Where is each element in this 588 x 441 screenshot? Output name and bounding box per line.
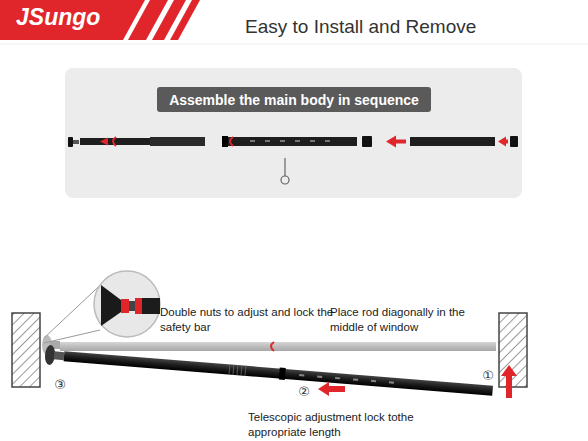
black-rod bbox=[317, 376, 322, 378]
detail-inset bbox=[44, 271, 160, 343]
note-text: Double nuts to adjust and lock the safet… bbox=[160, 305, 340, 335]
assembly-parts bbox=[250, 140, 330, 142]
assembly-parts bbox=[362, 136, 372, 147]
detail-inset bbox=[135, 298, 142, 314]
note-text: Telescopic adjustment lock tothe appropr… bbox=[248, 410, 448, 440]
assembly-parts bbox=[284, 158, 285, 176]
note-text: Place rod diagonally in the middle of wi… bbox=[330, 305, 495, 335]
black-rod bbox=[245, 366, 247, 376]
detail-inset bbox=[44, 330, 100, 343]
black-rod bbox=[299, 374, 394, 384]
detail-inset bbox=[94, 271, 160, 337]
banner-fill bbox=[0, 0, 145, 40]
assembly-parts bbox=[280, 140, 285, 142]
callout-number: ① bbox=[482, 369, 494, 382]
detail-inset bbox=[129, 301, 135, 311]
header-stripes bbox=[0, 0, 588, 44]
assembly-parts bbox=[73, 140, 79, 144]
detail-inset bbox=[121, 299, 129, 313]
detail-inset bbox=[101, 285, 121, 326]
black-rod bbox=[229, 364, 231, 374]
assembly-parts bbox=[310, 140, 315, 142]
header-stripes bbox=[0, 44, 588, 45]
grey-panel bbox=[65, 68, 522, 198]
black-rod bbox=[241, 365, 243, 375]
black-rod bbox=[64, 351, 493, 395]
assembly-parts bbox=[295, 140, 300, 142]
assembly-parts bbox=[150, 137, 205, 146]
assembly-parts bbox=[80, 138, 205, 145]
red-arrows bbox=[318, 382, 345, 396]
red-arrows bbox=[318, 365, 517, 398]
callout-number: ③ bbox=[54, 378, 66, 391]
step-heading: Assemble the main body in sequence bbox=[157, 87, 431, 112]
assembly-parts bbox=[68, 137, 73, 147]
black-rod bbox=[233, 365, 235, 375]
black-rod bbox=[229, 364, 246, 375]
grey-rod bbox=[42, 335, 496, 355]
black-rod bbox=[44, 345, 493, 401]
page-title: Easy to Install and Remove bbox=[245, 16, 476, 38]
assembly-parts bbox=[386, 136, 406, 148]
red-arrows bbox=[501, 365, 517, 398]
left-wall bbox=[12, 313, 40, 387]
assembly-parts bbox=[410, 137, 495, 146]
black-rod bbox=[353, 378, 358, 380]
grey-rod bbox=[60, 342, 496, 351]
black-rod bbox=[299, 374, 304, 376]
detail-inset bbox=[142, 298, 160, 314]
assembly-parts bbox=[250, 140, 255, 142]
assembly-parts bbox=[230, 137, 233, 146]
header-stripes bbox=[170, 0, 200, 40]
assembly-parts bbox=[225, 137, 357, 146]
black-rod bbox=[237, 365, 239, 375]
assembly-parts bbox=[113, 137, 116, 146]
black-rod bbox=[389, 381, 394, 383]
brand-banner: JSungo bbox=[0, 0, 145, 40]
assembly-parts bbox=[265, 140, 270, 142]
black-rod bbox=[279, 368, 286, 380]
black-rod bbox=[54, 351, 65, 360]
brand-name: JSungo bbox=[16, 4, 100, 31]
heading-text: Assemble the main body in sequence bbox=[169, 92, 419, 108]
assembly-parts bbox=[325, 140, 330, 142]
assembly-parts bbox=[281, 176, 289, 184]
assembly-parts bbox=[68, 136, 518, 185]
assembly-parts bbox=[222, 136, 228, 147]
assembly-parts bbox=[100, 138, 108, 146]
grey-rod bbox=[271, 342, 274, 351]
callout-number: ② bbox=[298, 385, 310, 398]
black-rod bbox=[335, 377, 340, 379]
black-rod bbox=[371, 380, 376, 382]
assembly-parts bbox=[498, 137, 508, 147]
assembly-parts bbox=[510, 136, 518, 147]
